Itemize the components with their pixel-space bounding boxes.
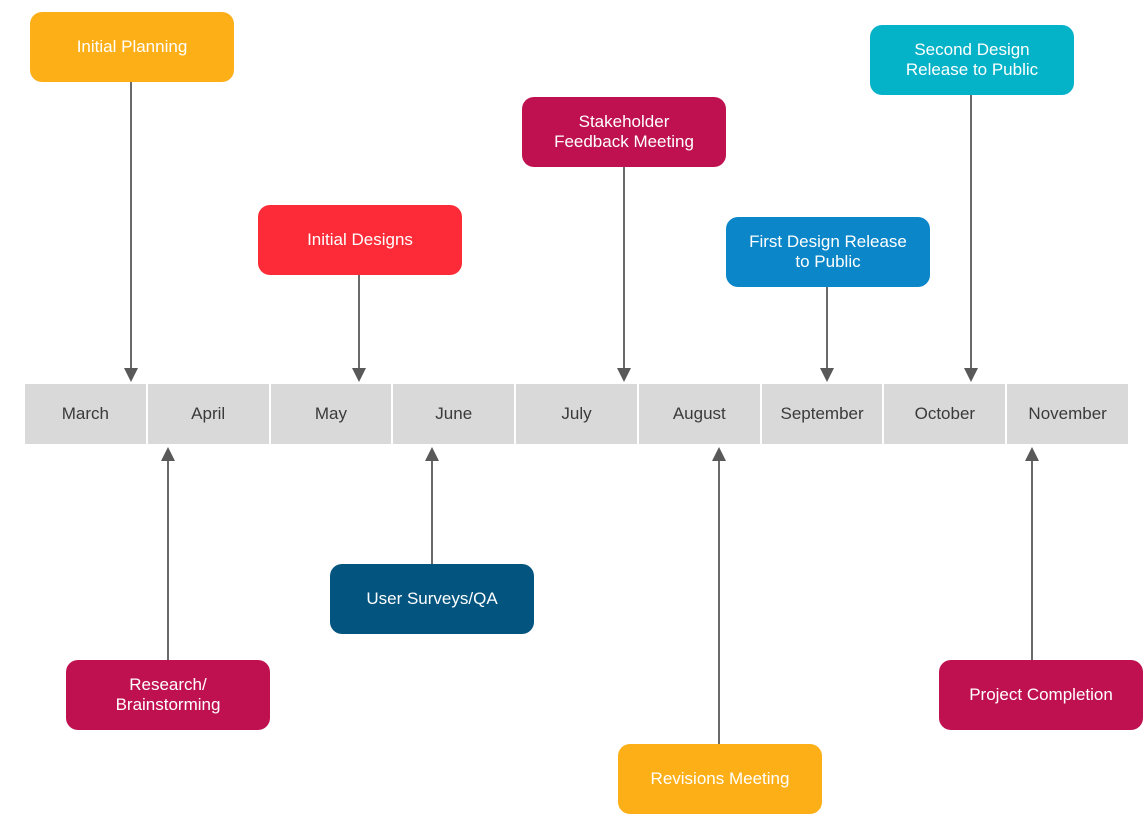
event-first-design-release: First Design Release to Public (726, 217, 930, 287)
month-timeline: March April May June July August Septemb… (25, 384, 1129, 444)
month-april: April (147, 384, 269, 444)
month-march: March (25, 384, 146, 444)
month-november: November (1007, 384, 1129, 444)
month-may: May (270, 384, 392, 444)
event-stakeholder-feedback-meeting: Stakeholder Feedback Meeting (522, 97, 726, 167)
month-june: June (393, 384, 515, 444)
event-initial-planning: Initial Planning (30, 12, 234, 82)
event-project-completion: Project Completion (939, 660, 1143, 730)
event-initial-designs: Initial Designs (258, 205, 462, 275)
event-second-design-release: Second Design Release to Public (870, 25, 1074, 95)
event-revisions-meeting: Revisions Meeting (618, 744, 822, 814)
event-user-surveys-qa: User Surveys/QA (330, 564, 534, 634)
month-august: August (638, 384, 760, 444)
month-september: September (761, 384, 883, 444)
event-research-brainstorming: Research/ Brainstorming (66, 660, 270, 730)
month-july: July (516, 384, 637, 444)
month-october: October (884, 384, 1006, 444)
